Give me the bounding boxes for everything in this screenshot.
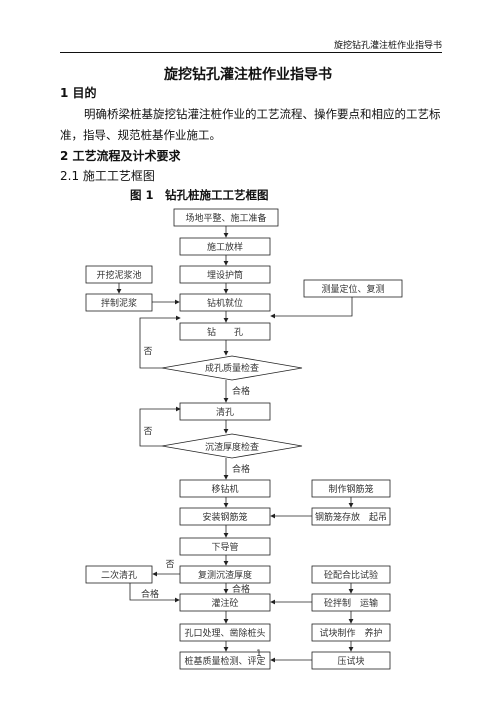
section-2-1-heading: 2.1 施工工艺框图	[60, 169, 155, 183]
box-pile-test	[179, 651, 271, 670]
box-casing	[179, 265, 271, 284]
box-clean	[179, 402, 271, 421]
label-no-2: 否	[143, 426, 152, 437]
box-sed-check2	[179, 565, 271, 584]
box-remove-rig	[179, 479, 271, 498]
label-ok-3: 合格	[141, 588, 159, 600]
label-tremie: 下导管	[211, 541, 238, 553]
box-rig-position	[179, 293, 271, 312]
label-hole-check: 成孔质量检查	[205, 362, 259, 374]
label-mix-design: 砼配合比试验	[324, 569, 378, 581]
label-ok-1: 合格	[232, 385, 250, 397]
box-layout	[179, 237, 271, 256]
page-number: 1	[256, 649, 262, 659]
box-head-treat	[179, 623, 271, 642]
label-mud-pit: 开挖泥浆池	[96, 269, 141, 281]
label-layout: 施工放样	[207, 241, 243, 253]
box-concrete	[179, 593, 271, 612]
box-cube-test	[311, 651, 391, 670]
running-header: 旋挖钻孔灌注桩作业指导书	[333, 41, 442, 51]
diamond-sediment-check	[161, 433, 303, 459]
box-tremie	[179, 537, 271, 556]
label-cage-store: 钢筋笼存放 起吊	[315, 511, 387, 523]
label-second-clean: 二次清孔	[101, 569, 137, 581]
figure-caption: 图 1 钻孔桩施工工艺框图	[130, 188, 269, 202]
label-ok-4: 合格	[232, 583, 250, 595]
label-cube-test: 压试块	[337, 655, 364, 667]
label-head-treat: 孔口处理、凿除桩头	[184, 627, 265, 639]
header-rule	[60, 52, 442, 53]
label-casing: 埋设护筒	[207, 269, 243, 281]
box-second-clean	[85, 565, 153, 584]
box-cage-store	[311, 507, 391, 526]
label-specimen: 试块制作 养护	[319, 627, 382, 639]
flow-connectors	[116, 226, 354, 663]
section-1-body: 明确桥梁桩基旋挖钻灌注桩作业的工艺流程、操作要点和相应的工艺标准，指导、规范桩基…	[60, 107, 441, 142]
box-install-cage	[179, 507, 271, 526]
section-1-heading: 1 目的	[60, 86, 97, 100]
label-make-cage: 制作钢筋笼	[328, 483, 373, 495]
diamond-hole-check	[161, 355, 303, 381]
label-pile-test: 桩基质量检测、评定	[184, 655, 265, 667]
label-site-prep: 场地平整、施工准备	[185, 212, 266, 224]
label-sed-check2: 复测沉渣厚度	[198, 569, 252, 581]
label-drill: 钻 孔	[207, 326, 243, 338]
label-rig-position: 钻机就位	[207, 297, 243, 309]
label-remove-rig: 移钻机	[211, 483, 238, 495]
label-mix-mud: 拌制泥浆	[101, 297, 137, 309]
box-mix-mud	[85, 293, 153, 312]
doc-title: 旋挖钻孔灌注桩作业指导书	[164, 67, 332, 83]
label-no-3: 否	[165, 559, 174, 570]
label-sediment-check: 沉渣厚度检查	[205, 441, 259, 453]
box-drill	[179, 322, 271, 341]
label-ok-2: 合格	[232, 463, 250, 475]
label-install-cage: 安装钢筋笼	[202, 511, 247, 523]
box-survey	[303, 279, 403, 298]
label-clean: 清孔	[216, 406, 234, 418]
label-mixing: 砼拌制 运输	[324, 597, 378, 609]
section-2-heading: 2 工艺流程及计术要求	[60, 149, 181, 163]
label-concrete: 灌注砼	[211, 597, 238, 609]
label-no-1: 否	[143, 346, 152, 357]
label-survey: 测量定位、复测	[321, 283, 384, 295]
